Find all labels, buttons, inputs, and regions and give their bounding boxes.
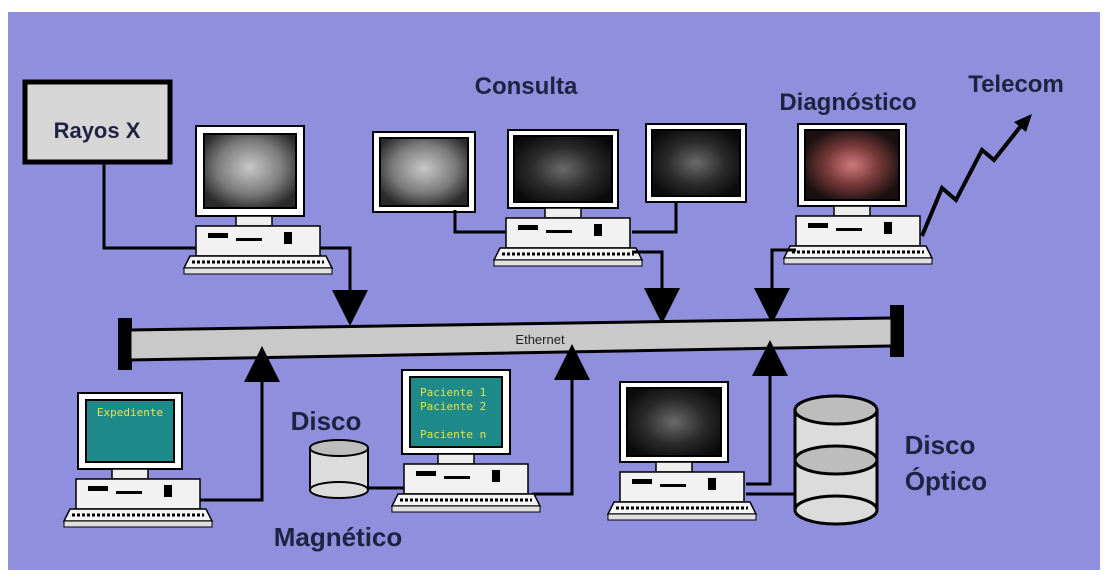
consulta-monitor-right (645, 123, 747, 203)
top-connections (102, 162, 796, 326)
ethernet-bus: Ethernet (118, 305, 904, 370)
paciente-2-text: Paciente 2 (420, 400, 486, 413)
bottom-connections (196, 340, 796, 502)
xray-image (203, 133, 297, 209)
magnetico-label: Magnético (274, 522, 403, 552)
expediente-text: Expediente (97, 406, 163, 419)
expediente-screen (85, 399, 175, 463)
telecom-lightning-icon (920, 120, 1026, 237)
pacientes-screen (409, 376, 503, 448)
consulta-label: Consulta (475, 73, 578, 100)
paciente-1-text: Paciente 1 (420, 386, 486, 399)
consulta-monitor-left (372, 131, 476, 213)
rayos-x-label: Rayos X (54, 118, 141, 143)
rayos-x-box: Rayos X (22, 79, 173, 165)
workstation-diagnostico (782, 123, 934, 266)
diagnostico-label: Diagnóstico (779, 89, 916, 116)
telecom-label: Telecom (968, 71, 1064, 98)
disco-optico-label-2: Óptico (905, 466, 987, 496)
workstation-expediente: Expediente (62, 392, 214, 529)
optical-disk-icon (793, 394, 879, 526)
workstation-pacientes: Paciente 1 Paciente 2 Paciente n (390, 369, 542, 514)
paciente-n-text: Paciente n (420, 428, 486, 441)
workstation-radiology (182, 125, 334, 276)
workstation-imagenes (606, 381, 758, 522)
diagram-background (8, 12, 1100, 570)
disco-optico-label-1: Disco (905, 430, 976, 460)
magnetic-disk-icon (309, 439, 369, 499)
disco-label: Disco (291, 406, 362, 436)
workstation-consulta (492, 129, 644, 268)
ethernet-label: Ethernet (515, 332, 565, 347)
